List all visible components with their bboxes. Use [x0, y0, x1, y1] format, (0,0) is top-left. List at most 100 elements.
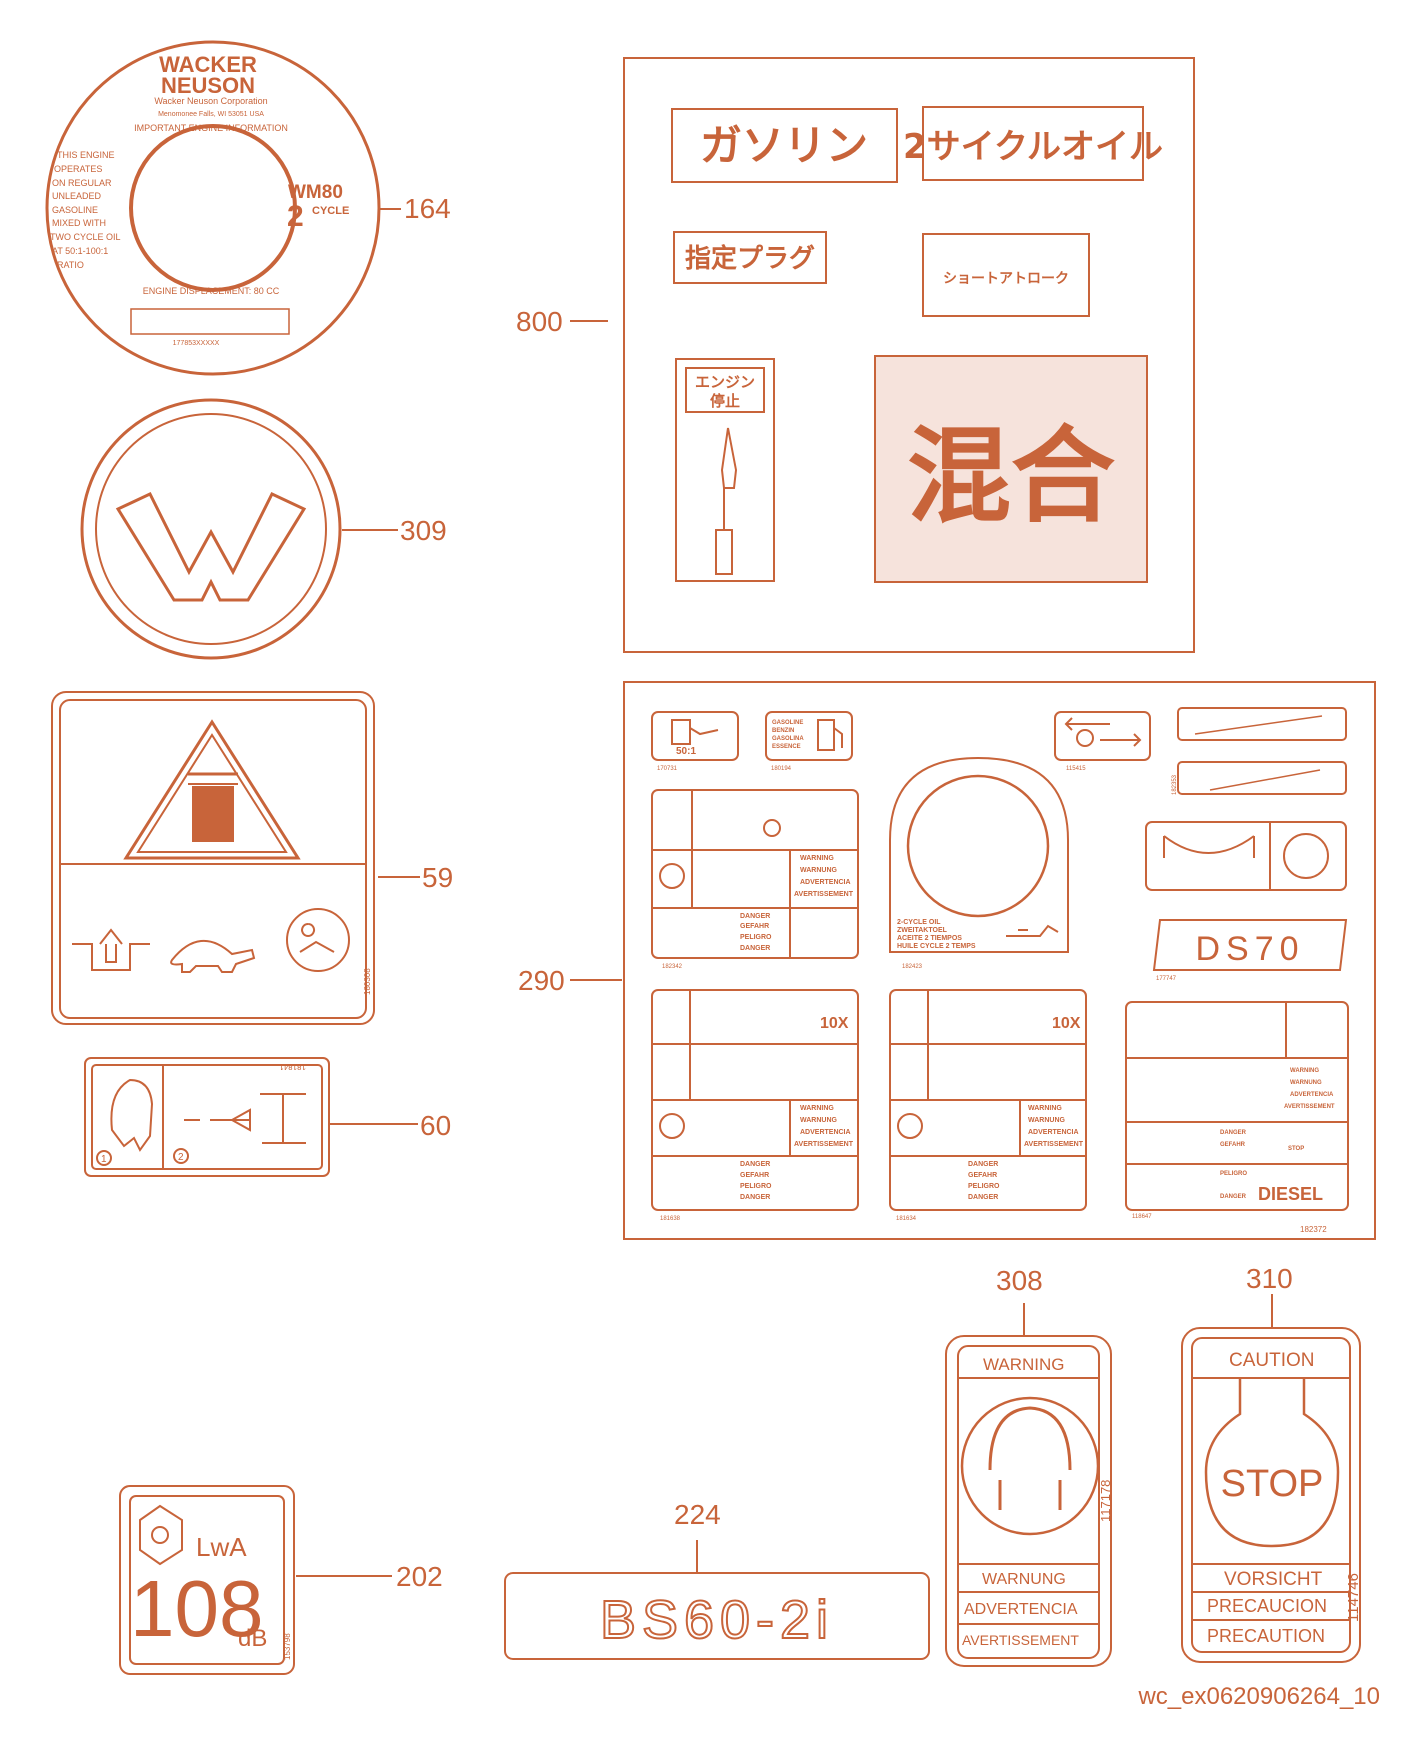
cycle-number: 2	[287, 200, 304, 233]
warn-word: ADVERTENCIA	[1028, 1129, 1079, 1136]
sound-source-icon	[139, 1504, 183, 1566]
oil-can-icon	[1006, 924, 1059, 937]
engine-model: WM80	[288, 182, 343, 203]
oil-gauge-decal: 2-CYCLE OIL ZWEITAKTOEL ACEITE 2 TIEMPOS…	[889, 756, 1069, 970]
danger-word: PELIGRO	[740, 1183, 772, 1190]
info-line: ON REGULAR	[52, 178, 112, 188]
label60-part-number: 181841	[279, 1062, 306, 1071]
stop-knob-icon	[1204, 1378, 1340, 1548]
part-no-181638: 181638	[660, 1216, 681, 1222]
brand-line-2: NEUSON	[161, 73, 255, 98]
engine-label-part-number: 177853XXXXX	[173, 340, 220, 347]
warn-word: WARNUNG	[1028, 1117, 1065, 1124]
callout-800: 800	[516, 306, 563, 337]
turtle-icon	[170, 939, 256, 973]
info-line: GASOLINE	[52, 205, 98, 215]
throttle-arrow-icon	[184, 1093, 306, 1144]
gasoline-decal-text: ガソリン	[700, 121, 868, 170]
stop-knob-text: STOP	[1221, 1463, 1324, 1505]
ten-x-text: 10X	[1052, 1015, 1081, 1032]
callout-60: 60	[420, 1110, 451, 1141]
sound-unit: dB	[238, 1625, 267, 1652]
ear-protection-icon	[960, 1396, 1100, 1536]
part-no-181634: 181634	[896, 1216, 917, 1222]
sound-power-label: LwA 108 dB 153798	[119, 1485, 295, 1675]
wacker-logo-badge	[80, 398, 342, 660]
crush-warning-label: 180308	[51, 691, 375, 1025]
warning-line: ADVERTENCIA	[964, 1601, 1078, 1618]
fuel-word: BENZIN	[772, 728, 794, 734]
info-line: MIXED WITH	[52, 218, 106, 228]
read-manual-icon	[286, 908, 350, 972]
warn-word: WARNING	[800, 1105, 834, 1112]
info-line: OPERATES	[54, 164, 102, 174]
stop-switch-icon	[715, 427, 738, 575]
warn-word: WARNUNG	[1290, 1080, 1322, 1086]
diesel-decal-118647: WARNING WARNUNG ADVERTENCIA AVERTISSEMEN…	[1125, 1001, 1349, 1220]
part-no-115415: 115415	[1066, 766, 1086, 772]
hearing-warning-label: WARNING WARNUNG ADVERTENCIA AVERTISSEMEN…	[945, 1335, 1113, 1667]
engine-stop-text-2: 停止	[710, 392, 740, 410]
fuel-word: GASOLINE	[772, 720, 803, 726]
oil-word: 2-CYCLE OIL	[897, 919, 941, 926]
part-no-182372: 182372	[1300, 1225, 1327, 1234]
stop-text: STOP	[1288, 1146, 1304, 1152]
manual-icon	[1283, 833, 1329, 879]
warn-word: AVERTISSEMENT	[1284, 1104, 1335, 1110]
danger-word: PELIGRO	[740, 934, 772, 941]
danger-word: DANGER	[1220, 1130, 1247, 1136]
warn-word: AVERTISSEMENT	[794, 1141, 854, 1148]
diesel-text: DIESEL	[1258, 1184, 1323, 1204]
japanese-decal-sheet: ガソリン 2サイクルオイル 指定プラグ ショートアトローク エンジン 停止 混合	[623, 57, 1195, 653]
callout-309: 309	[400, 515, 447, 546]
callout-310: 310	[1246, 1263, 1293, 1294]
part-no-182423: 182423	[902, 964, 923, 970]
turtle-side-icon	[110, 1078, 154, 1152]
part-no-118647: 118647	[1132, 1214, 1152, 1220]
info-line: RATIO	[57, 260, 84, 270]
engine-info-heading: IMPORTANT ENGINE INFORMATION	[134, 123, 288, 133]
danger-word: PELIGRO	[1220, 1171, 1247, 1177]
label202-part-number: 153798	[283, 1633, 292, 1660]
warn-word: AVERTISSEMENT	[794, 891, 854, 898]
brand-line-1: WACKER	[159, 52, 257, 77]
info-line: TWO CYCLE OIL	[50, 232, 121, 242]
part-no-177747: 177747	[1156, 976, 1177, 982]
part-no-170731: 170731	[657, 766, 678, 772]
danger-word: GEFAHR	[740, 1172, 769, 1179]
warn-word: WARNING	[1028, 1105, 1062, 1112]
callout-202: 202	[396, 1561, 443, 1592]
cycle-word: CYCLE	[312, 205, 349, 217]
fuel-words: GASOLINE BENZIN GASOLINA ESSENCE	[772, 720, 804, 750]
oil-word: HUILE CYCLE 2 TEMPS	[897, 943, 976, 950]
company-address: Menomonee Falls, WI 53051 USA	[158, 111, 264, 118]
label310-part-number: 114746	[1345, 1573, 1362, 1622]
danger-word: GEFAHR	[1220, 1142, 1246, 1148]
w-logo-icon	[115, 492, 307, 602]
caution-line: VORSICHT	[1224, 1569, 1323, 1590]
sound-value: 108	[130, 1564, 263, 1653]
caution-line: PRECAUTION	[1207, 1626, 1325, 1646]
info-line: AT 50:1-100:1	[52, 246, 108, 256]
warn-word: WARNUNG	[800, 1117, 837, 1124]
model-nameplate: BS60-2i	[504, 1572, 930, 1660]
warn-word: WARNING	[800, 855, 834, 862]
oil-decal-text: 2サイクルオイル	[903, 127, 1163, 167]
figure-reference-code: wc_ex0620906264_10	[1138, 1683, 1380, 1710]
callout-224: 224	[674, 1499, 721, 1530]
step-number-1: 1	[101, 1154, 107, 1165]
danger-word: DANGER	[968, 1161, 998, 1168]
fuel-word: GASOLINA	[772, 736, 804, 742]
label59-part-number: 180308	[363, 968, 372, 995]
warning-triangle-icon	[123, 719, 301, 860]
caution-heading: CAUTION	[1229, 1350, 1315, 1371]
fuel-info-lines: THIS ENGINE OPERATES ON REGULAR UNLEADED…	[50, 150, 121, 270]
warn-word: ADVERTENCIA	[800, 879, 851, 886]
gas-pump-icon	[817, 719, 843, 751]
engine-displacement: ENGINE DISPLACEMENT: 80 CC	[143, 286, 280, 296]
choke-decal-text: ショートアトローク	[943, 271, 1069, 287]
part-no-180194: 180194	[771, 766, 792, 772]
callout-164: 164	[404, 193, 451, 224]
danger-word: PELIGRO	[968, 1183, 1000, 1190]
